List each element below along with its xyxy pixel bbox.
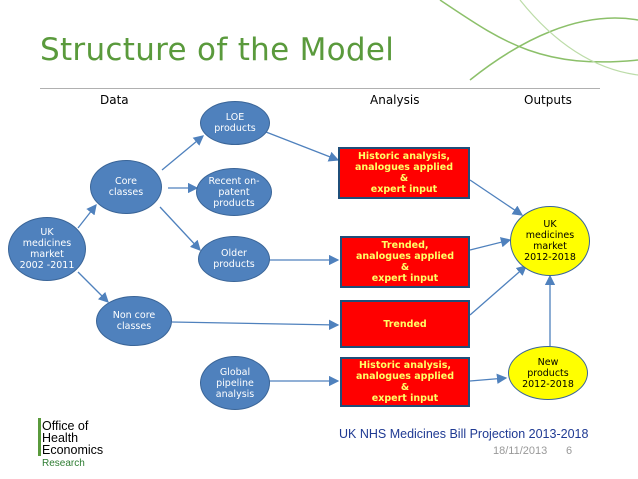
page-number: 6 xyxy=(566,445,573,457)
arrow-box1-to-ukout xyxy=(469,179,524,216)
arrow-box4-to-newproducts xyxy=(469,373,508,384)
node-new-products-2012-2018: New products 2012-2018 xyxy=(508,346,588,400)
arrow-box3-to-ukout xyxy=(469,265,527,316)
column-header-outputs: Outputs xyxy=(524,93,572,107)
logo-line-2: Health xyxy=(42,431,79,445)
footer-title: UK NHS Medicines Bill Projection 2013-20… xyxy=(339,427,589,441)
logo-bracket xyxy=(38,418,41,456)
node-global-pipeline-analysis: Global pipeline analysis xyxy=(200,356,270,410)
node-core-classes: Core classes xyxy=(90,160,162,214)
node-non-core-classes: Non core classes xyxy=(96,296,172,346)
footer-date: 18/11/2013 xyxy=(493,445,548,457)
arrow-box2-to-ukout xyxy=(469,237,512,251)
logo-text: Office of Health Economics xyxy=(42,419,104,457)
slide-title: Structure of the Model xyxy=(40,32,395,68)
arrow-core-to-older xyxy=(159,206,201,251)
decorative-curves xyxy=(439,0,638,81)
arrow-uk-to-noncore xyxy=(77,271,109,303)
arrow-noncore-to-box3 xyxy=(171,319,340,331)
box-historic-analysis-1: Historic analysis, analogues applied & e… xyxy=(338,147,470,199)
logo-line-3: Economics xyxy=(42,443,104,457)
arrow-core-to-loe xyxy=(161,135,205,171)
arrow-loe-to-box1 xyxy=(265,131,340,162)
title-divider xyxy=(40,88,600,89)
box-historic-analysis-2: Historic analysis, analogues applied & e… xyxy=(340,357,470,407)
column-header-data: Data xyxy=(100,93,129,107)
node-uk-medicines-market-2012-2018: UK medicines market 2012-2018 xyxy=(510,206,590,276)
column-header-analysis: Analysis xyxy=(370,93,420,107)
ohe-logo: Office of Health Economics Research xyxy=(38,416,148,474)
box-trended: Trended xyxy=(340,300,470,348)
node-loe-products: LOE products xyxy=(200,101,270,145)
logo-research: Research xyxy=(42,458,85,469)
box-trended-analogues: Trended, analogues applied & expert inpu… xyxy=(340,236,470,288)
node-uk-medicines-market-2002-2011: UK medicines market 2002 -2011 xyxy=(8,217,86,281)
node-recent-on-patent-products: Recent on- patent products xyxy=(196,168,272,216)
arrow-uk-to-core xyxy=(77,203,97,229)
node-older-products: Older products xyxy=(198,236,270,282)
logo-line-1: Office of xyxy=(42,419,89,433)
